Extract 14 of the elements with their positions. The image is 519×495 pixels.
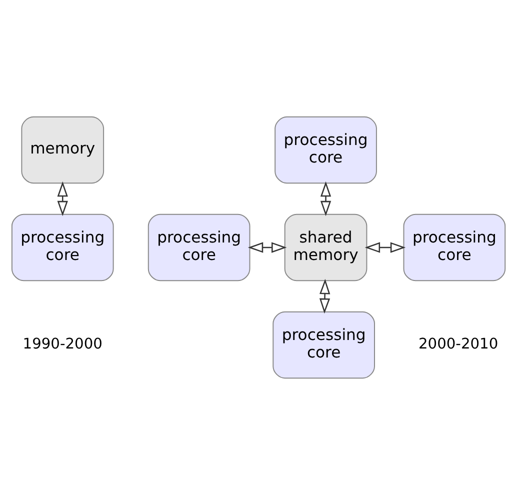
node-box: memory xyxy=(21,116,104,184)
node-box: processing core xyxy=(274,116,377,184)
arrow xyxy=(57,181,68,216)
node-box: processing core xyxy=(11,214,114,282)
arrow xyxy=(320,181,332,216)
node-box: shared memory xyxy=(284,214,368,282)
label: 2000-2010 xyxy=(418,335,498,352)
arrow xyxy=(319,278,330,314)
node-box: processing core xyxy=(272,311,375,379)
node-box: processing core xyxy=(403,214,506,282)
arrow xyxy=(248,242,287,253)
node-box: processing core xyxy=(148,214,250,282)
arrow xyxy=(364,242,406,253)
label: 1990-2000 xyxy=(22,335,102,352)
